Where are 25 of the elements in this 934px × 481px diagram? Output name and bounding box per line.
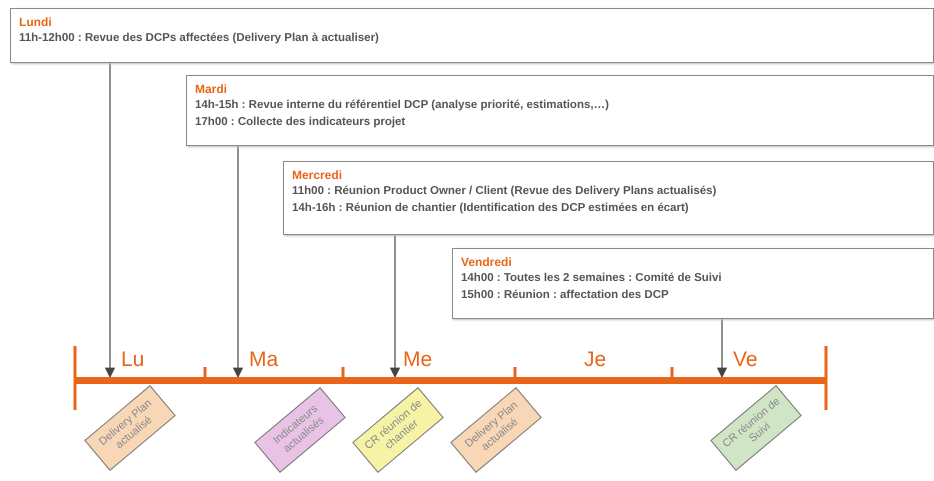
arrow [390, 235, 400, 378]
schedule-line: 15h00 : Réunion : affectation des DCP [461, 288, 670, 303]
schedule-line: 17h00 : Collecte des indicateurs projet [195, 115, 406, 130]
day-label: Ma [249, 348, 278, 372]
schedule-card [186, 75, 934, 146]
schedule-card [452, 248, 934, 319]
arrow [104, 63, 116, 378]
day-label: Je [584, 348, 606, 372]
schedule-line: 14h00 : Toutes les 2 semaines : Comité de Suivi [461, 271, 723, 286]
day-heading: Lundi [19, 14, 53, 30]
schedule-card [283, 161, 934, 235]
arrow [716, 319, 728, 378]
schedule-line: 14h-16h : Réunion de chantier (Identification des DCP estimées en écart) [292, 201, 690, 216]
day-label: Lu [121, 348, 144, 372]
day-label: Me [403, 348, 432, 372]
schedule-line: 11h-12h00 : Revue des DCPs affectées (Delivery Plan à actualiser) [19, 31, 380, 46]
day-heading: Vendredi [461, 254, 513, 270]
schedule-line: 14h-15h : Revue interne du référentiel DCP (analyse priorité, estimations,…) [195, 98, 610, 113]
day-heading: Mardi [195, 81, 228, 97]
day-heading: Mercredi [292, 167, 344, 183]
day-label: Ve [733, 348, 758, 372]
schedule-card [10, 8, 934, 63]
schedule-line: 11h00 : Réunion Product Owner / Client (Revue des Delivery Plans actualisés) [292, 184, 718, 199]
arrow [232, 146, 244, 378]
timeline-bar [75, 377, 827, 384]
